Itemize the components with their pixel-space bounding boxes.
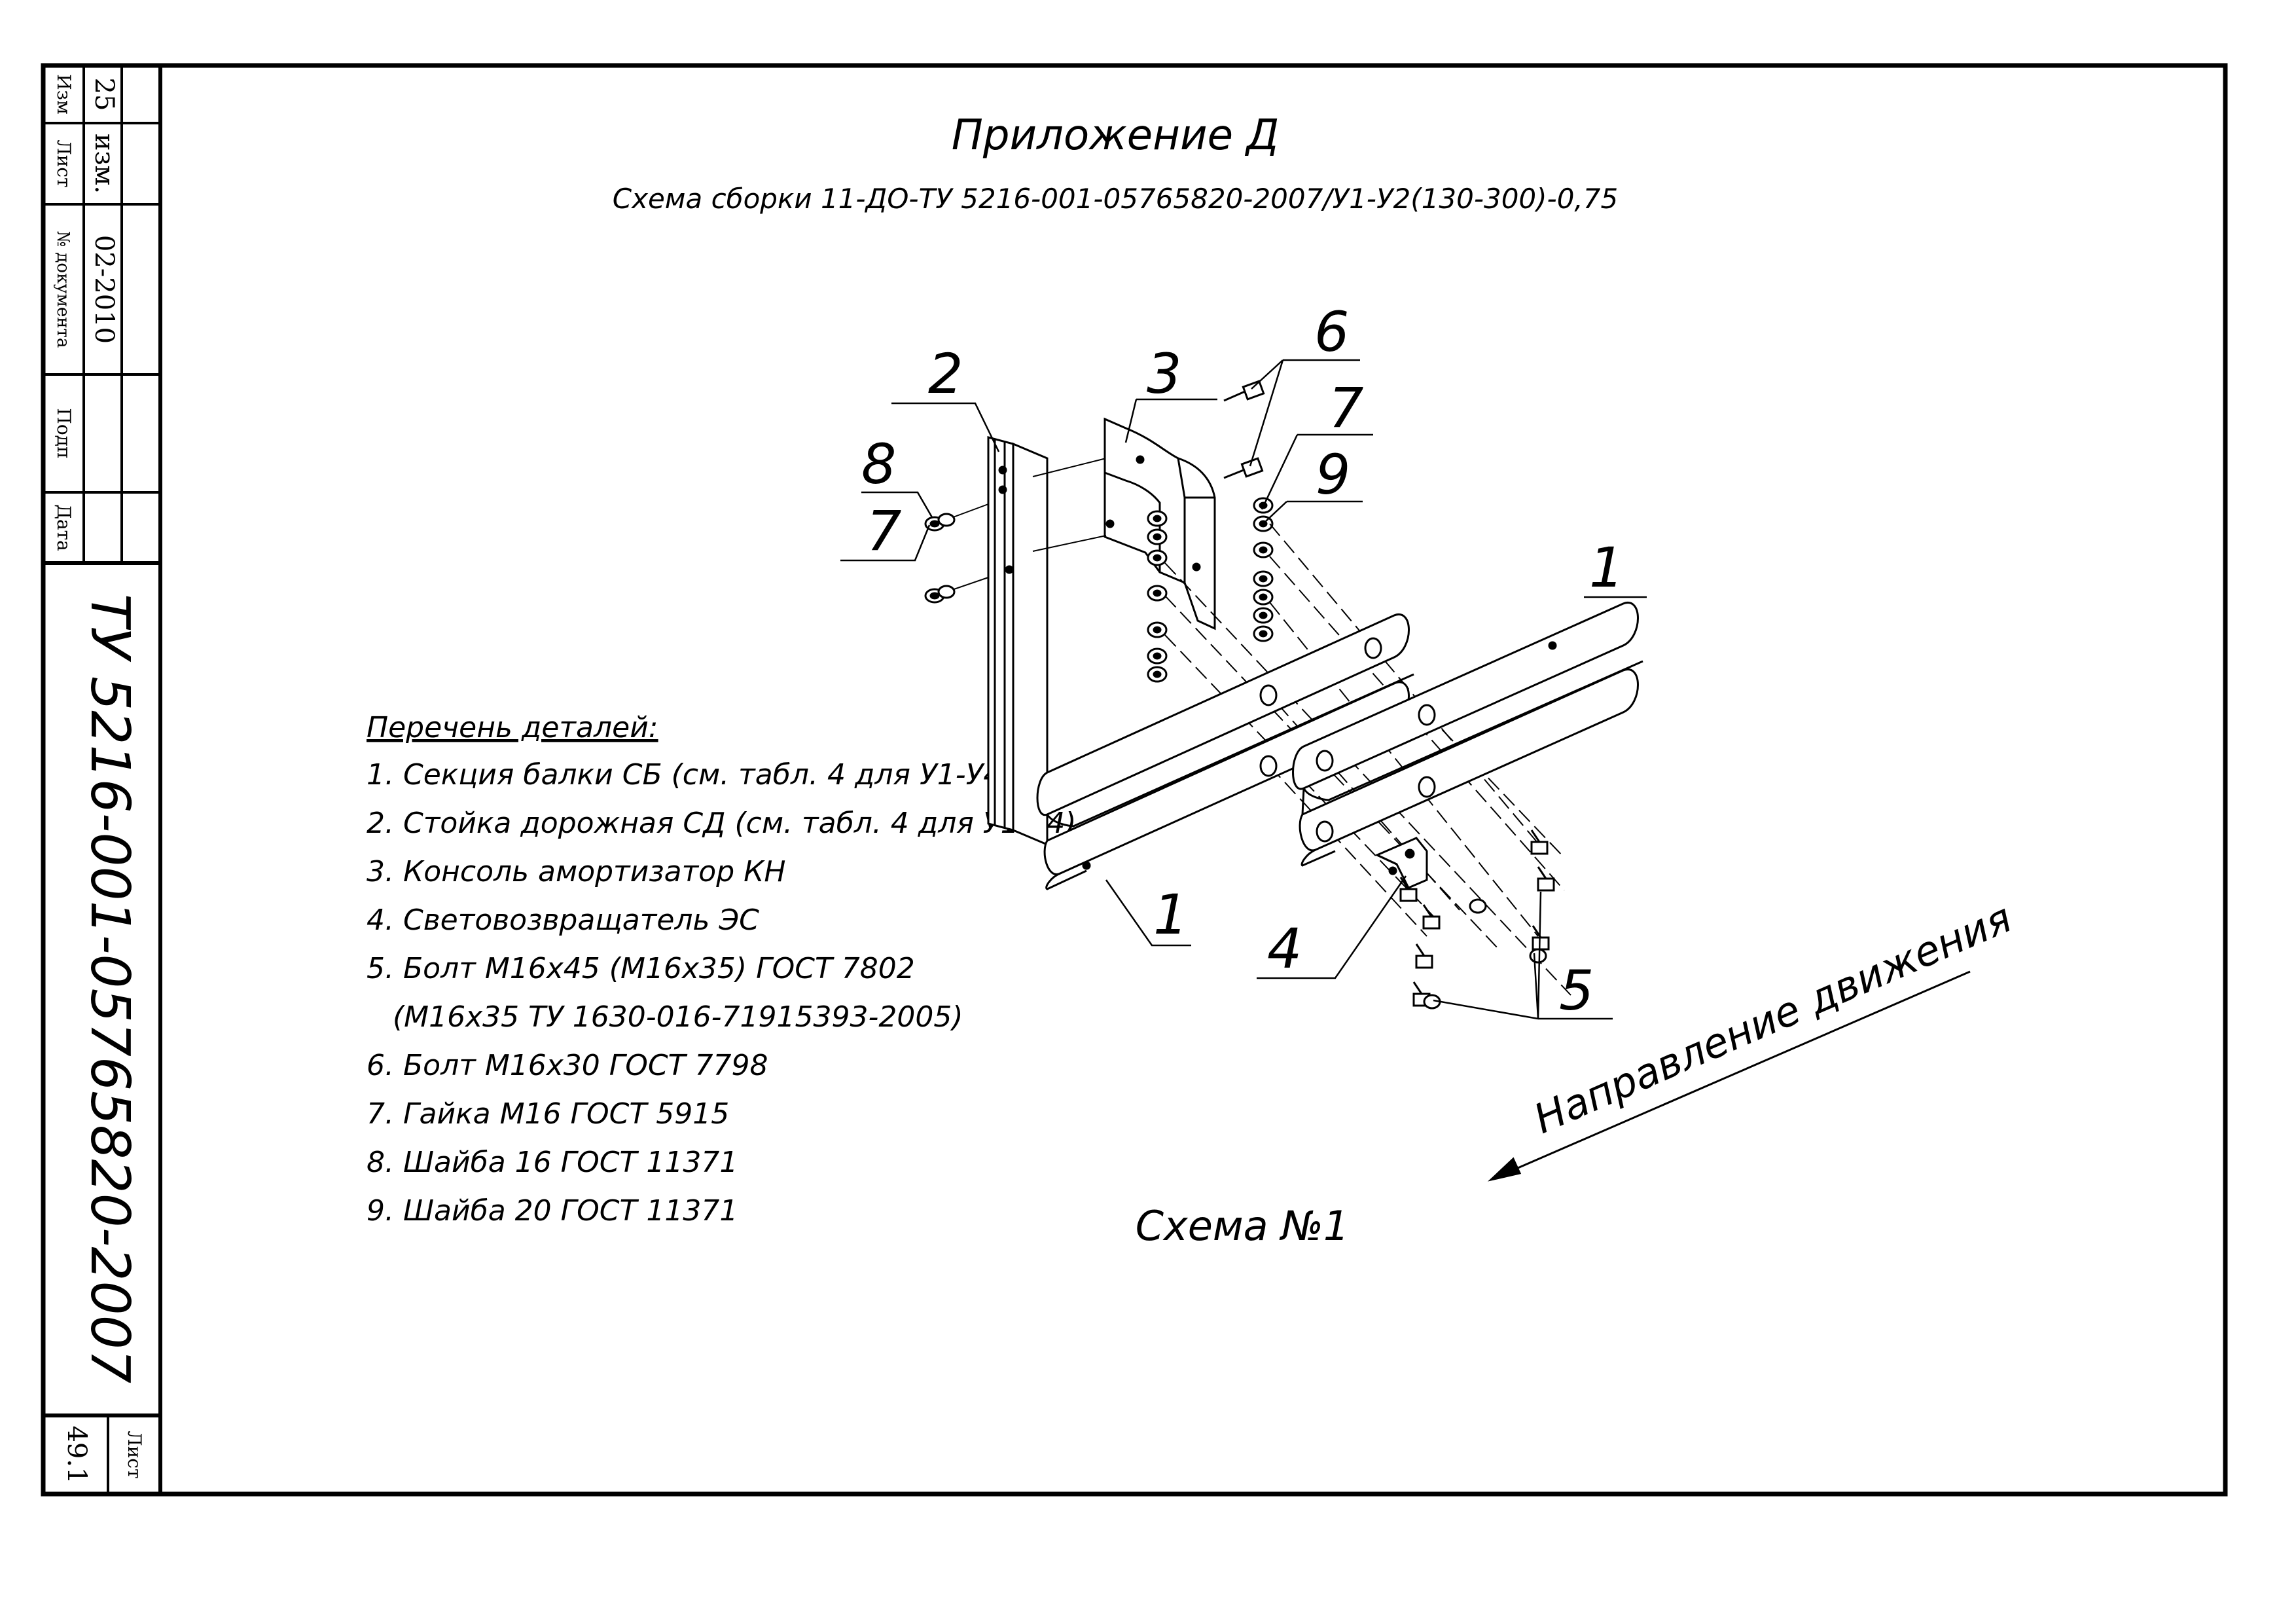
parts-list-item: 8. Шайба 16 ГОСТ 11371 bbox=[367, 1146, 738, 1179]
callout-9: 9 bbox=[1316, 443, 1350, 507]
parts-list-item: 2. Стойка дорожная СД (см. табл. 4 для У… bbox=[367, 807, 1076, 840]
header-signature: Подп bbox=[53, 408, 75, 458]
callout-1-upper: 1 bbox=[1589, 536, 1624, 600]
post-part-2 bbox=[942, 436, 1107, 847]
direction-arrow bbox=[1487, 970, 1971, 1182]
callout-numbers: 2 3 6 7 9 8 7 1 1 4 5 bbox=[861, 300, 1624, 1023]
parts-list-heading: Перечень деталей: bbox=[367, 711, 658, 744]
callout-3: 3 bbox=[1147, 342, 1181, 406]
callout-8: 8 bbox=[861, 432, 896, 496]
header-rev: Изм bbox=[53, 74, 75, 114]
washer-columns bbox=[1147, 497, 1274, 683]
parts-list-item: 9. Шайба 20 ГОСТ 11371 bbox=[367, 1194, 738, 1228]
parts-list-item: 4. Световозвращатель ЭС bbox=[367, 903, 759, 937]
callout-2: 2 bbox=[928, 342, 963, 406]
parts-list-item: (М16х35 ТУ 1630-016-71915393-2005) bbox=[393, 1000, 963, 1034]
header-doc: № документа bbox=[53, 231, 73, 348]
callout-6: 6 bbox=[1314, 300, 1349, 364]
assembly-diagram bbox=[840, 359, 1971, 1182]
rev-number: 25 bbox=[89, 78, 119, 111]
scheme-label: Схема №1 bbox=[1136, 1202, 1350, 1250]
parts-list-item: 6. Болт М16х30 ГОСТ 7798 bbox=[367, 1049, 768, 1082]
appendix-title: Приложение Д bbox=[952, 111, 1280, 160]
callout-7-right: 7 bbox=[1329, 376, 1363, 440]
callout-7-left: 7 bbox=[867, 499, 901, 563]
assembly-subtitle: Схема сборки 11-ДО-ТУ 5216-001-05765820-… bbox=[613, 183, 1618, 215]
parts-list-item: 3. Консоль амортизатор КН bbox=[367, 855, 785, 888]
top-bolts-part-6 bbox=[1223, 380, 1265, 479]
callout-5: 5 bbox=[1559, 958, 1594, 1023]
leader-lines bbox=[840, 359, 1647, 1020]
parts-list: Перечень деталей: 1. Секция балки СБ (см… bbox=[367, 711, 1076, 1228]
parts-list-item: 1. Секция балки СБ (см. табл. 4 для У1-У… bbox=[367, 758, 1013, 792]
designation: ТУ 5216-001-05765820-2007 bbox=[79, 594, 141, 1383]
outer-frame bbox=[41, 63, 2228, 1497]
sheet-label: Лист bbox=[124, 1431, 145, 1478]
parts-list-item: 7. Гайка М16 ГОСТ 5915 bbox=[367, 1097, 729, 1131]
beam-right-part-1 bbox=[1292, 602, 1643, 867]
change-code: изм. bbox=[89, 134, 119, 194]
beam-left-part-1 bbox=[1036, 613, 1414, 890]
title-block: Изм Лист № документа Подп Дата 25 изм. 0… bbox=[43, 65, 160, 1494]
reflector-part-4 bbox=[1374, 837, 1428, 889]
sheet-number: 49.1 bbox=[62, 1425, 92, 1484]
header-sheet: Лист bbox=[53, 139, 75, 187]
callout-4: 4 bbox=[1267, 917, 1302, 981]
doc-number: 02-2010 bbox=[89, 235, 119, 344]
header-date: Дата bbox=[53, 504, 75, 551]
bottom-bolts-part-5 bbox=[1399, 830, 1555, 1010]
left-fasteners bbox=[924, 513, 956, 604]
callout-1-lower: 1 bbox=[1153, 883, 1188, 947]
parts-list-item: 5. Болт М16х45 (М16х35) ГОСТ 7802 bbox=[367, 952, 915, 985]
